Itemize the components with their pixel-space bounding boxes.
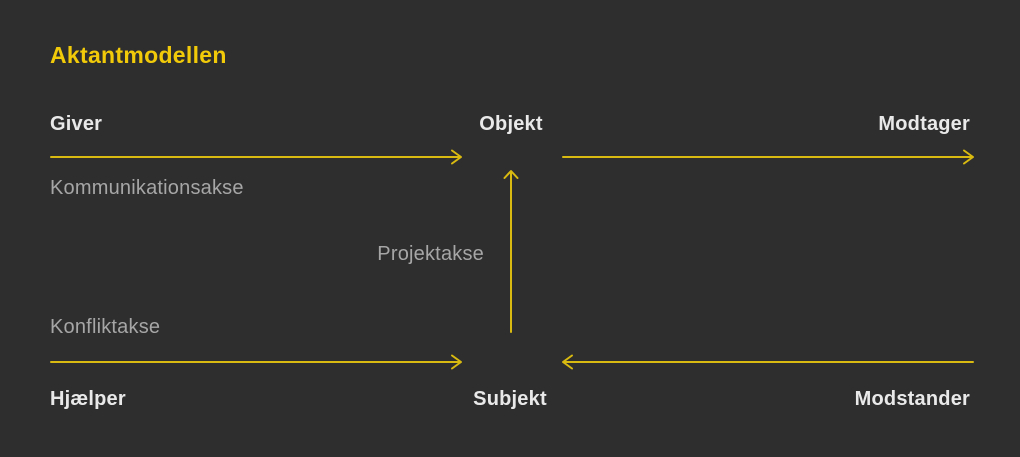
objekt-to-modtager-arrow bbox=[562, 149, 974, 165]
actant-modstander: Modstander bbox=[854, 388, 970, 410]
communication-axis-label: Kommunikationsakse bbox=[50, 177, 244, 199]
conflict-axis-label: Konfliktakse bbox=[50, 316, 161, 338]
subjekt-to-objekt-arrow bbox=[503, 170, 519, 333]
project-axis-label: Projektakse bbox=[377, 243, 484, 265]
giver-to-objekt-arrow bbox=[50, 149, 462, 165]
modstander-to-subjekt-arrow bbox=[562, 354, 974, 370]
hjaelper-to-subjekt-arrow bbox=[50, 354, 462, 370]
actant-hjaelper: Hjælper bbox=[50, 388, 126, 410]
actant-subjekt: Subjekt bbox=[473, 388, 547, 410]
actant-modtager: Modtager bbox=[878, 113, 970, 135]
actant-giver: Giver bbox=[50, 113, 103, 135]
actant-objekt: Objekt bbox=[479, 113, 543, 135]
diagram-title: Aktantmodellen bbox=[50, 42, 227, 68]
